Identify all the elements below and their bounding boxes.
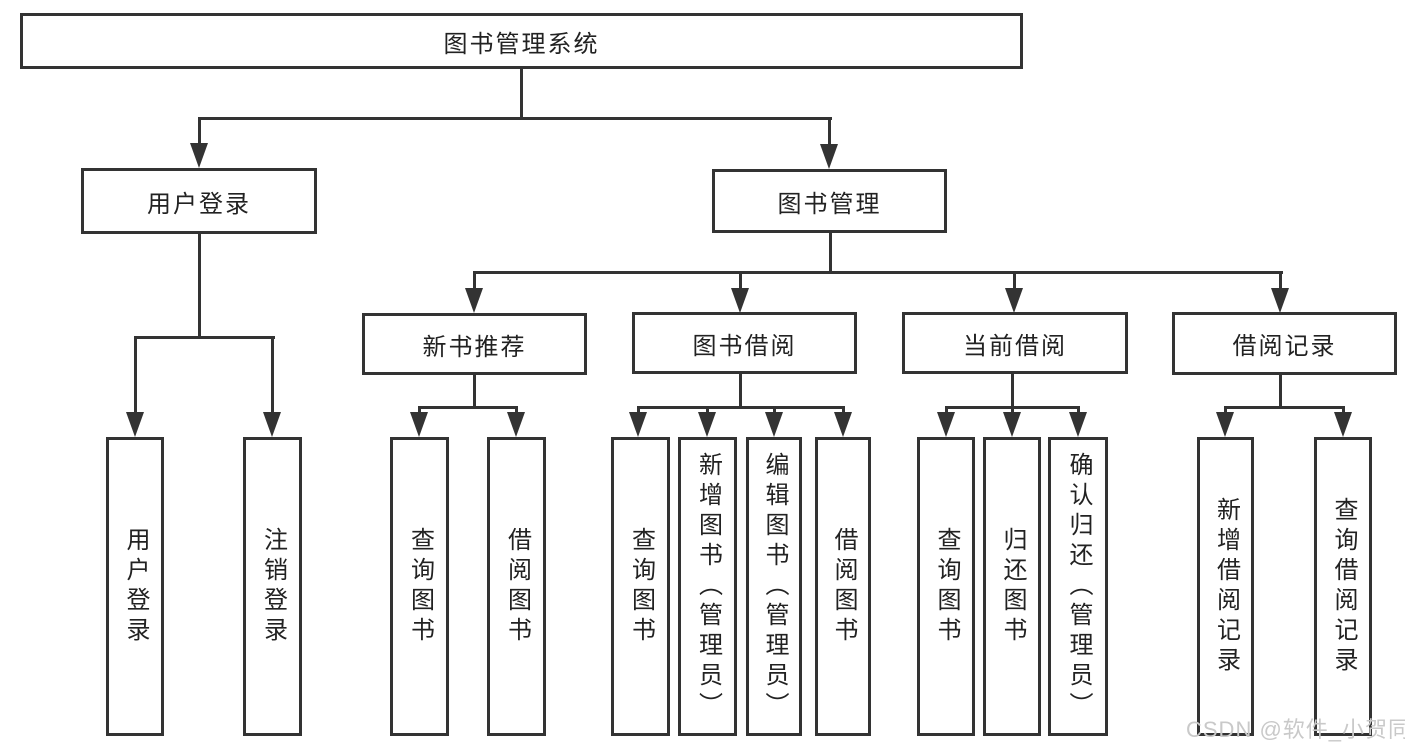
node-new-book-recommendation-label: 新书推荐	[422, 333, 527, 361]
leaf-confirm-return-admin-label: 确认归还（管理员）	[1065, 451, 1092, 722]
node-book-management: 图书管理	[712, 169, 947, 233]
node-library-management-system-label: 图书管理系统	[443, 30, 600, 58]
node-book-borrowing-label: 图书借阅	[692, 332, 797, 360]
leaf-query-books-recommend: 查询图书	[390, 437, 449, 736]
leaf-borrow-books-recommend-label: 借阅图书	[503, 526, 531, 647]
leaf-logout-login: 注销登录	[243, 437, 302, 736]
node-borrowing-records: 借阅记录	[1172, 312, 1397, 375]
connector-user-login-rail	[134, 336, 275, 339]
arrowhead-to-current-borrow-icon	[1005, 288, 1023, 313]
connector-drop-query-books-c	[945, 406, 948, 415]
connector-drop-new-book	[473, 271, 476, 291]
arrowhead-add-borrow-record-icon	[1216, 412, 1234, 437]
node-book-management-label: 图书管理	[777, 190, 882, 218]
arrowhead-query-books-a-icon	[410, 412, 428, 437]
connector-new-book-rail	[418, 406, 518, 409]
connector-drop-add-borrow-record	[1224, 406, 1227, 415]
arrowhead-query-borrow-record-icon	[1334, 412, 1352, 437]
connector-borrow-records-stem	[1279, 375, 1282, 408]
connector-drop-leaf-user-login	[134, 336, 137, 414]
arrowhead-to-leaf-user-login-icon	[126, 412, 144, 437]
leaf-user-login-label: 用户登录	[122, 526, 149, 647]
leaf-logout-login-label: 注销登录	[259, 526, 287, 647]
node-user-login-label: 用户登录	[147, 190, 251, 218]
connector-current-borrow-stem	[1011, 374, 1014, 408]
connector-drop-query-books-a	[418, 406, 421, 415]
leaf-return-book: 归还图书	[983, 437, 1041, 736]
connector-book-borrow-rail	[637, 406, 845, 409]
connector-book-borrow-stem	[739, 374, 742, 408]
leaf-query-books-current-label: 查询图书	[933, 526, 960, 647]
arrowhead-query-books-c-icon	[937, 412, 955, 437]
connector-drop-book-borrow	[739, 271, 742, 291]
connector-drop-return-book	[1011, 406, 1014, 415]
leaf-borrow-books-recommend: 借阅图书	[487, 437, 546, 736]
node-current-borrowing: 当前借阅	[902, 312, 1128, 374]
connector-user-login-stem	[198, 234, 201, 339]
connector-book-management-stem	[829, 233, 832, 273]
connector-drop-leaf-logout	[271, 336, 274, 414]
leaf-query-books-borrow-label: 查询图书	[627, 526, 655, 647]
leaf-query-borrow-record-label: 查询借阅记录	[1330, 496, 1357, 677]
connector-drop-user-login	[198, 117, 201, 146]
arrowhead-borrow-books-a-icon	[507, 412, 525, 437]
connector-drop-borrow-records	[1279, 271, 1282, 291]
connector-drop-query-books-b	[637, 406, 640, 415]
leaf-confirm-return-admin: 确认归还（管理员）	[1048, 437, 1108, 736]
arrowhead-confirm-return-icon	[1069, 412, 1087, 437]
connector-drop-current-borrow	[1013, 271, 1016, 291]
connector-drop-add-book	[706, 406, 709, 415]
leaf-add-borrow-record: 新增借阅记录	[1197, 437, 1254, 736]
arrowhead-return-book-icon	[1003, 412, 1021, 437]
leaf-edit-book-admin: 编辑图书（管理员）	[746, 437, 802, 736]
arrowhead-to-new-book-icon	[465, 288, 483, 313]
node-current-borrowing-label: 当前借阅	[963, 332, 1067, 360]
leaf-query-books-current: 查询图书	[917, 437, 975, 736]
leaf-query-borrow-record: 查询借阅记录	[1314, 437, 1372, 736]
connector-drop-borrow-books-a	[515, 406, 518, 415]
leaf-edit-book-admin-label: 编辑图书（管理员）	[761, 451, 788, 722]
leaf-return-book-label: 归还图书	[999, 526, 1026, 647]
arrowhead-add-book-icon	[698, 412, 716, 437]
leaf-borrow-books-label: 借阅图书	[830, 526, 857, 647]
connector-root-rail	[198, 117, 832, 120]
node-library-management-system: 图书管理系统	[20, 13, 1023, 69]
connector-borrow-records-rail	[1224, 406, 1345, 409]
node-book-borrowing: 图书借阅	[632, 312, 857, 374]
leaf-add-book-admin: 新增图书（管理员）	[678, 437, 737, 736]
leaf-query-books-borrow: 查询图书	[611, 437, 670, 736]
connector-new-book-stem	[473, 375, 476, 408]
arrowhead-to-book-borrow-icon	[731, 288, 749, 313]
arrowhead-to-leaf-logout-icon	[263, 412, 281, 437]
leaf-add-borrow-record-label: 新增借阅记录	[1212, 496, 1240, 677]
connector-drop-borrow-books-b	[842, 406, 845, 415]
leaf-user-login: 用户登录	[106, 437, 164, 736]
connector-drop-edit-book	[773, 406, 776, 415]
leaf-borrow-books: 借阅图书	[815, 437, 871, 736]
arrowhead-to-user-login-icon	[190, 143, 208, 168]
arrowhead-query-books-b-icon	[629, 412, 647, 437]
arrowhead-edit-book-icon	[765, 412, 783, 437]
connector-book-management-rail	[473, 271, 1283, 274]
leaf-add-book-admin-label: 新增图书（管理员）	[694, 451, 722, 722]
connector-drop-confirm-return	[1077, 406, 1080, 415]
arrowhead-to-book-management-icon	[820, 144, 838, 169]
connector-drop-book-management	[828, 117, 831, 146]
arrowhead-borrow-books-b-icon	[834, 412, 852, 437]
connector-root-stem	[520, 69, 523, 120]
node-user-login: 用户登录	[81, 168, 317, 234]
arrowhead-to-borrow-records-icon	[1271, 288, 1289, 313]
node-new-book-recommendation: 新书推荐	[362, 313, 587, 375]
node-borrowing-records-label: 借阅记录	[1232, 333, 1337, 360]
watermark-text: CSDN @软件_小贺同学	[1186, 717, 1405, 742]
connector-drop-query-borrow-record	[1342, 406, 1345, 415]
leaf-query-books-recommend-label: 查询图书	[406, 526, 434, 647]
